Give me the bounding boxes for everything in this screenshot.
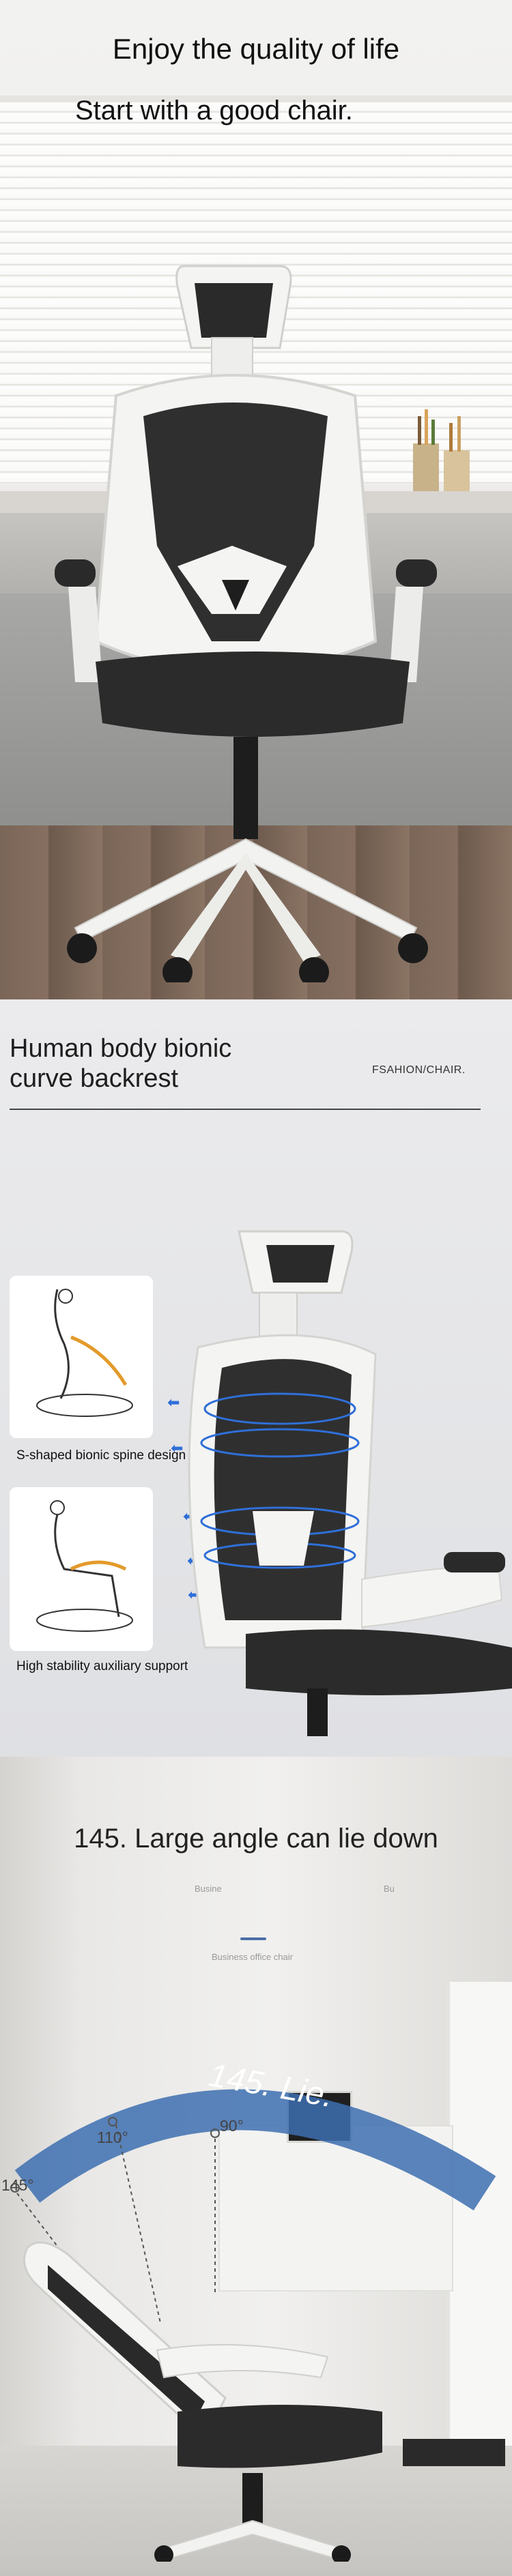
recline-title: 145. Large angle can lie down (74, 1824, 438, 1854)
hero-title: Enjoy the quality of life (112, 33, 400, 65)
recline-panel: 145. Large angle can lie down Busine Bu … (0, 1757, 512, 2576)
arrow-left-icon: ⬅ (167, 1394, 180, 1411)
faded-caption: Business office chair (212, 1952, 293, 1962)
arrow-left-icon: ⬅ (171, 1439, 184, 1457)
support-illustration (36, 1500, 133, 1632)
angle-90-label: 90° (220, 2117, 244, 2135)
feature-label-spine: S-shaped bionic spine design (16, 1448, 186, 1463)
recline-diagram (10, 2089, 505, 2562)
office-chair-back-view (55, 265, 437, 982)
spine-diagram-card (10, 1276, 153, 1438)
hero-subtitle: Start with a good chair. (75, 96, 353, 126)
angle-145-label: 145° (1, 2176, 34, 2194)
window-frame (0, 96, 512, 104)
faded-label-right: Bu (384, 1884, 395, 1894)
hero-panel: Enjoy the quality of life Start with a g… (0, 0, 512, 999)
section-heading-line1: Human body bionic (10, 1034, 232, 1063)
faded-label-left: Busine (195, 1884, 222, 1894)
accent-bar (240, 1937, 266, 1940)
bionic-backrest-panel: Human body bionic curve backrest FSAHION… (0, 999, 512, 1757)
feature-label-support: High stability auxiliary support (16, 1659, 188, 1673)
spine-illustration (36, 1289, 133, 1417)
section-heading-line2: curve backrest (10, 1064, 179, 1093)
support-diagram-card (10, 1487, 153, 1651)
brand-tag: FSAHION/CHAIR. (372, 1064, 466, 1076)
angle-110-label: 110° (97, 2128, 128, 2146)
heading-divider (10, 1109, 481, 1110)
office-chair-side-view (188, 1230, 512, 1736)
pencil-cup-decor (413, 409, 470, 491)
